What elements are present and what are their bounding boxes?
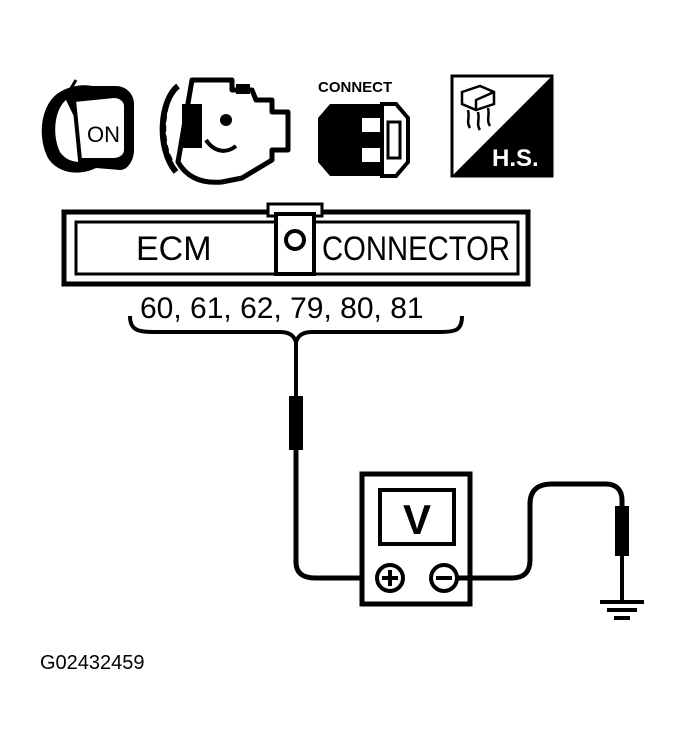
ignition-key-icon: ON: [41, 79, 134, 173]
probe-lead-positive: [289, 342, 372, 581]
engine-icon: [159, 77, 291, 185]
figure-code: G02432459: [40, 652, 145, 674]
probe-lead-negative: [457, 481, 629, 600]
voltmeter-display: V: [403, 496, 431, 543]
ignition-on-label: ON: [87, 122, 120, 147]
connector-label: CONNECTOR: [322, 230, 510, 268]
hs-label: H.S.: [492, 145, 539, 172]
ecm-connector: ECM CONNECTOR: [61, 202, 531, 287]
pin-numbers: 60, 61, 62, 79, 80, 81: [140, 292, 424, 325]
ecm-label: ECM: [136, 230, 212, 268]
connector-latch: [284, 229, 306, 251]
harness-switch-icon: H.S.: [450, 74, 554, 178]
connector-plug-icon: CONNECT: [318, 79, 410, 178]
voltmeter: V: [359, 471, 473, 607]
connect-label: CONNECT: [318, 79, 392, 96]
ground-icon: [600, 600, 644, 620]
